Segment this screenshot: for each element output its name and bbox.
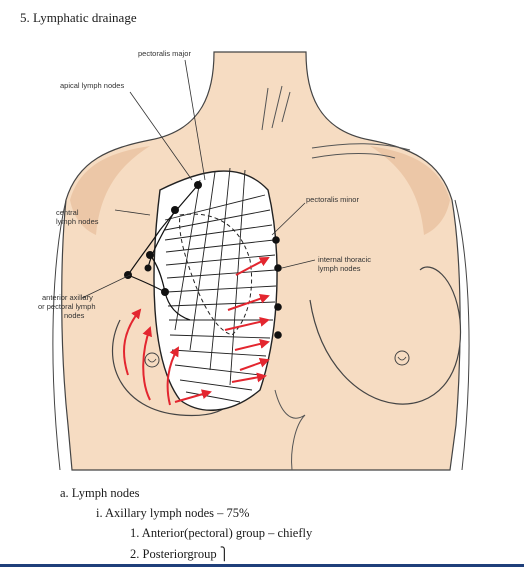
drainage-arrows <box>123 257 270 406</box>
section-heading: 5. Lymphatic drainage <box>20 10 137 25</box>
right-breast <box>309 266 462 405</box>
label-anterior-1: anterior axillary <box>42 293 93 302</box>
clavicle-line <box>311 143 411 159</box>
leader-lines <box>81 59 316 299</box>
label-central-1: central <box>56 208 79 217</box>
left-shoulder-shade <box>70 146 150 235</box>
pectoralis-major-muscle <box>153 167 278 411</box>
lymphatic-drainage-figure: pectoralis major apical lymph nodes cent… <box>0 30 524 480</box>
label-apical-nodes: apical lymph nodes <box>60 81 124 90</box>
outline-item-a: a. Lymph nodes <box>60 486 140 500</box>
right-arm-edge <box>454 199 470 471</box>
outline-item-a-i-1: 1. Anterior(pectoral) group – chiefly <box>130 526 313 540</box>
label-internal-2: lymph nodes <box>318 264 361 273</box>
outline-item-a-i-2-text: 2. Posteriorgroup <box>130 547 217 561</box>
brace-icon: ⎫ <box>219 547 230 561</box>
label-pectoralis-minor: pectoralis minor <box>306 195 359 204</box>
label-central-2: lymph nodes <box>56 217 99 226</box>
label-internal-1: internal thoracic <box>318 255 371 264</box>
left-nipple <box>144 352 160 368</box>
neck-lines <box>261 85 291 131</box>
sternal-fold <box>274 389 306 471</box>
label-pectoralis-major: pectoralis major <box>138 49 191 58</box>
right-shoulder-shade <box>370 146 450 235</box>
bottom-rule <box>0 564 524 567</box>
outline-item-a-i-2: 2. Posteriorgroup ⎫ <box>130 546 229 562</box>
left-arm-edge <box>52 199 67 471</box>
lymph-nodes <box>124 181 282 339</box>
outline-item-a-i: i. Axillary lymph nodes – 75% <box>96 506 250 520</box>
right-nipple <box>394 350 410 366</box>
label-anterior-3: nodes <box>64 311 85 320</box>
pectoralis-minor-muscle <box>179 213 253 336</box>
label-anterior-2: or pectoral lymph <box>38 302 96 311</box>
